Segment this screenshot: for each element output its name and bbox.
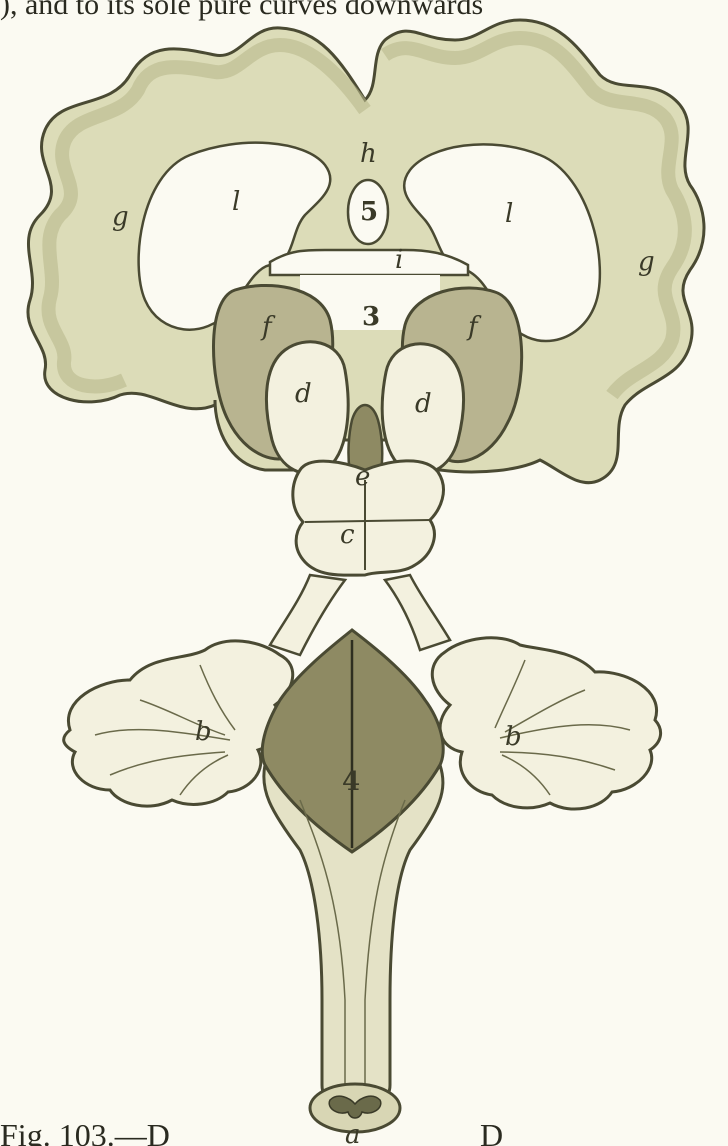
label-5: 5 [360,197,378,227]
label-l-left: l [232,187,240,217]
caption-fragment-left: Fig. 103.—D [0,1117,170,1146]
cerebral-peduncle-right [385,575,450,650]
label-l-right: l [505,199,513,229]
cerebellum-right [432,638,660,809]
label-4: 4 [342,767,360,797]
label-b-right: b [505,722,522,752]
caption-fragment-right: D [480,1117,503,1146]
cerebellum-left [64,641,293,806]
label-g-left: g [112,202,129,232]
label-a: a [345,1120,361,1146]
label-c: c [340,520,355,550]
label-g-right: g [638,247,655,277]
label-3: 3 [362,302,380,332]
commissure-band [270,250,468,275]
top-text-line: ), and to its sole pure curves downwards [0,0,483,21]
label-d-right: d [415,389,432,419]
label-b-left: b [195,717,212,747]
label-h: h [360,139,377,169]
label-d-left: d [295,379,312,409]
label-e: e [355,462,370,492]
label-i: i [395,245,403,275]
